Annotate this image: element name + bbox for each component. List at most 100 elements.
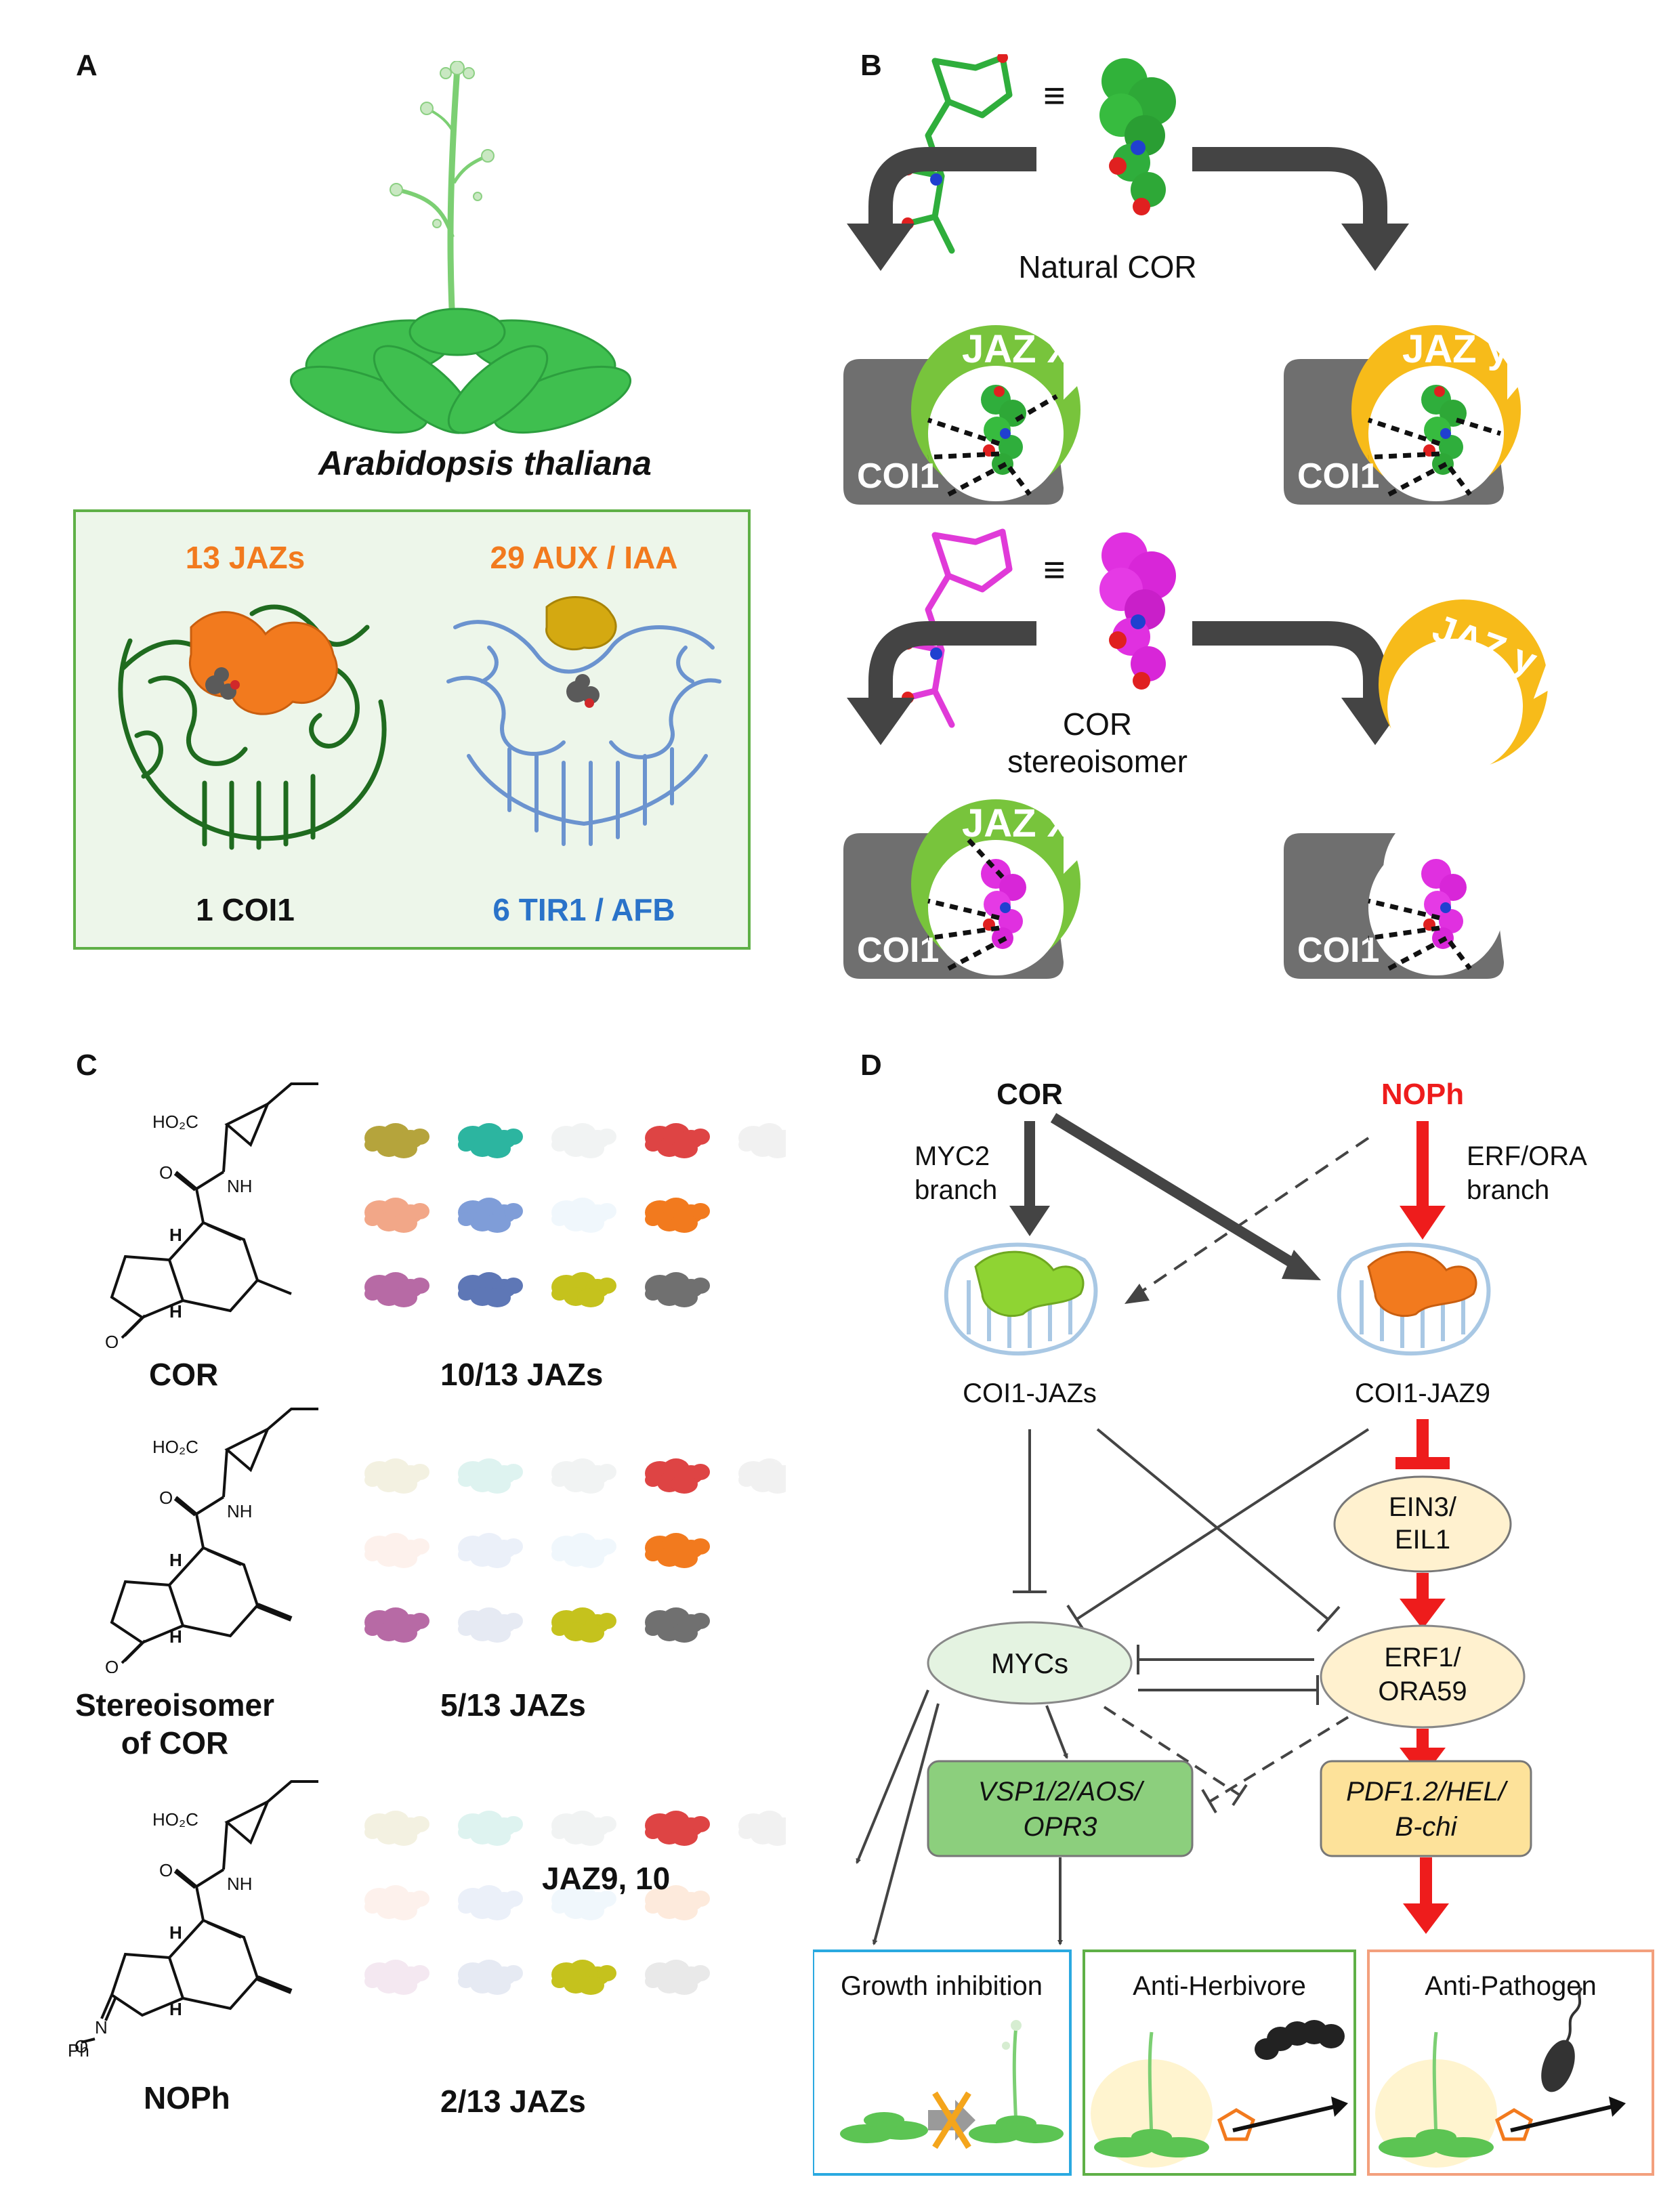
jaz-surface-3 (551, 1458, 616, 1494)
defense-arrow-icon-1 (1232, 2105, 1335, 2132)
compound-name-noph: NOPh (144, 2080, 230, 2115)
chem-label-hoc: HO₂C (152, 1112, 198, 1132)
noph-label: NOPh (1381, 1078, 1464, 1111)
jaz-surface-8 (551, 1885, 616, 1920)
chem-label-ph: Ph (68, 2040, 89, 2061)
species-name: Arabidopsis thaliana (318, 444, 652, 482)
jaz-count-stereo: 5/13 JAZs (440, 1687, 586, 1723)
growth-inhibition-label: Growth inhibition (841, 1971, 1043, 2001)
defense-hex-icon-2 (1494, 2108, 1534, 2141)
cor-structure: HO₂C NH O H H O (105, 1082, 318, 1348)
jaz-count-noph: 2/13 JAZs (440, 2084, 586, 2119)
coi1-count-label: 1 COI1 (196, 892, 295, 927)
coi1-jazs-complex (944, 1242, 1098, 1356)
ein3-label-1: EIN3/ (1389, 1492, 1457, 1522)
defense-arrow-icon-2 (1510, 2105, 1613, 2132)
jaz-surface-4 (645, 1458, 710, 1494)
erf-branch-label-1: ERF/ORA (1467, 1141, 1587, 1171)
panel-label-c: C (76, 1049, 98, 1082)
coi1-label-4: COI1 (1297, 931, 1379, 970)
noph-structure: HO₂C NH O H H N O (75, 1780, 318, 2057)
pathogen-plant-icon (1375, 2031, 1497, 2168)
jaz-surface-12 (551, 1607, 616, 1643)
jaz-surface-9 (645, 1198, 710, 1233)
stereo-in-pocket-2 (1421, 859, 1467, 949)
jaz-surface-9 (645, 1533, 710, 1568)
anti-herbivore-label: Anti-Herbivore (1133, 1971, 1306, 2001)
chem-label-h2: H (169, 1301, 182, 1322)
jaz-surface-5 (738, 1458, 803, 1494)
chem-label-o1: O (159, 1162, 173, 1183)
stereoisomer-label-line1: COR (1063, 707, 1132, 742)
chem-label-hoc: HO₂C (152, 1437, 198, 1457)
equivalence-sign-1: ≡ (1043, 74, 1066, 117)
erf1-node (1320, 1624, 1526, 1729)
chem-label-nh: NH (227, 1874, 253, 1894)
jaz-surface-3 (551, 1811, 616, 1846)
jaz-surface-13 (645, 1960, 710, 1995)
jaz-surface-4 (645, 1811, 710, 1846)
jaz-count-cor: 10/13 JAZs (440, 1357, 604, 1392)
jaz-y-label-1: JAZ y (1402, 327, 1509, 371)
mycs-label: MYCs (991, 1647, 1068, 1679)
chem-label-n: N (95, 2017, 108, 2038)
chem-label-hoc: HO₂C (152, 1809, 198, 1830)
jaz-grid-svg (364, 1123, 803, 1307)
jaz-surface-8 (551, 1198, 616, 1233)
panel-label-b: B (860, 49, 882, 82)
jaz-surface-3 (551, 1123, 616, 1158)
jaz-surface-1 (364, 1811, 429, 1846)
panel-label-a: A (76, 49, 98, 82)
vsp-label-1: VSP1/2/AOS/ (978, 1777, 1145, 1807)
bacterium-icon (1541, 1987, 1583, 2092)
chem-label-o2: O (105, 1657, 119, 1673)
jaz-surface-11 (458, 1272, 523, 1307)
jaz-surface-2 (458, 1458, 523, 1494)
chem-label-o2: O (105, 1332, 119, 1348)
jaz-surface-6 (364, 1885, 429, 1920)
pdf-label-1: PDF1.2/HEL/ (1346, 1777, 1509, 1807)
panel-label-d: D (860, 1049, 882, 1082)
erf1-label-2: ORA59 (1378, 1677, 1467, 1706)
caterpillar-icon (1255, 2020, 1345, 2060)
jaz-surface-2 (458, 1123, 523, 1158)
vsp-label-2: OPR3 (1024, 1812, 1097, 1842)
jaz-surface-2 (458, 1811, 523, 1846)
jaz-surface-12 (551, 1960, 616, 1995)
pdf-label-2: B-chi (1395, 1812, 1457, 1842)
coi1-label-1: COI1 (857, 457, 939, 496)
chem-label-o2: O (75, 2036, 88, 2057)
small-plant-icon (840, 2112, 928, 2143)
jaz-x-label-1: JAZ x (962, 327, 1069, 371)
jaz-surface-6 (364, 1533, 429, 1568)
compound-name-cor: COR (149, 1357, 219, 1392)
jaz-overlay-noph: JAZ9, 10 (542, 1861, 671, 1896)
vsp-gene-box (927, 1760, 1194, 1857)
cor-in-pocket-1 (981, 385, 1026, 475)
chem-label-h1: H (169, 1225, 182, 1245)
pdf-gene-box (1320, 1760, 1532, 1857)
myc2-branch-label-1: MYC2 (915, 1141, 990, 1171)
signaling-pathway-diagram: COR NOPh MYC2 branch ERF/ORA branch COI1… (813, 1078, 1654, 2176)
jaz-surface-10 (364, 1960, 429, 1995)
jaz-surface-10 (364, 1607, 429, 1643)
mycs-node (927, 1621, 1133, 1705)
tir1-afb-count-label: 6 TIR1 / AFB (492, 892, 675, 927)
binding-selectivity-schematic: ≡ Natural COR JAZ x COI1 JAZ y COI1 (843, 54, 1557, 979)
blocked-cross-icon (932, 2091, 971, 2149)
jaz-x-label-2: JAZ x (962, 801, 1069, 845)
jaz-grid-noph (352, 1798, 803, 2002)
detached-jazy (1379, 599, 1557, 774)
chem-label-h2: H (169, 1626, 182, 1647)
jaz-surface-6 (364, 1198, 429, 1233)
stereoisomer-structure: HO₂C NH O H H O (105, 1408, 318, 1673)
defense-hex-icon-1 (1217, 2108, 1256, 2141)
jaz-surface-8 (551, 1533, 616, 1568)
anti-pathogen-label: Anti-Pathogen (1425, 1971, 1597, 2001)
jaz-surface-1 (364, 1458, 429, 1494)
chem-label-o1: O (159, 1488, 173, 1508)
coi1-jaz9-label: COI1-JAZ9 (1355, 1378, 1490, 1408)
jaz-surface-12 (551, 1272, 616, 1307)
jaz-surface-13 (645, 1607, 710, 1643)
myc2-branch-label-2: branch (915, 1175, 997, 1205)
